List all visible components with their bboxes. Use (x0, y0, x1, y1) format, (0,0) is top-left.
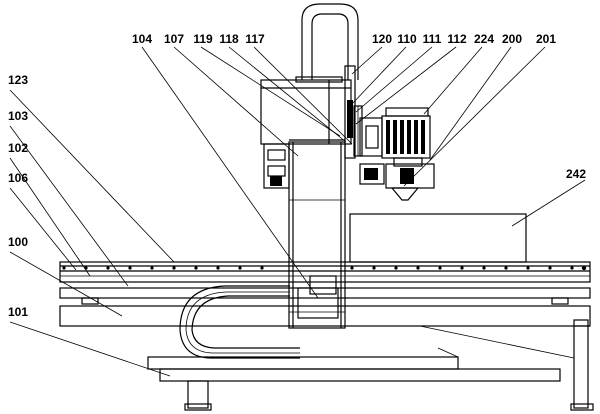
label-118: 118 (219, 32, 239, 46)
main-bed (59, 261, 591, 283)
label-104: 104 (132, 32, 152, 46)
gantry-column (288, 141, 346, 329)
label-110: 110 (397, 32, 417, 46)
label-117: 117 (245, 32, 265, 46)
base-frame (59, 305, 594, 411)
label-242: 242 (566, 167, 586, 181)
label-103: 103 (8, 109, 28, 123)
side-plates (344, 65, 363, 159)
lower-rail (59, 287, 591, 305)
spindle-fins (386, 120, 425, 154)
label-112: 112 (447, 32, 467, 46)
rail-holes (62, 265, 587, 271)
label-123: 123 (8, 73, 28, 87)
spindle-head (359, 107, 435, 201)
workpiece (349, 213, 527, 263)
top-cable-loop (301, 3, 359, 80)
label-111: 111 (423, 32, 442, 46)
label-106: 106 (8, 171, 28, 185)
cable-chain (179, 285, 300, 359)
reference-labels: 104 107 119 118 117 120 110 111 112 224 … (8, 32, 586, 319)
label-119: 119 (193, 32, 213, 46)
z-motor (263, 143, 290, 189)
label-101: 101 (8, 305, 28, 319)
label-201: 201 (536, 32, 556, 46)
label-200: 200 (502, 32, 522, 46)
head-housing (260, 76, 352, 145)
label-100: 100 (8, 235, 28, 249)
label-224: 224 (474, 32, 494, 46)
label-107: 107 (164, 32, 184, 46)
label-102: 102 (8, 141, 28, 155)
label-120: 120 (372, 32, 392, 46)
leader-lines (9, 46, 586, 377)
